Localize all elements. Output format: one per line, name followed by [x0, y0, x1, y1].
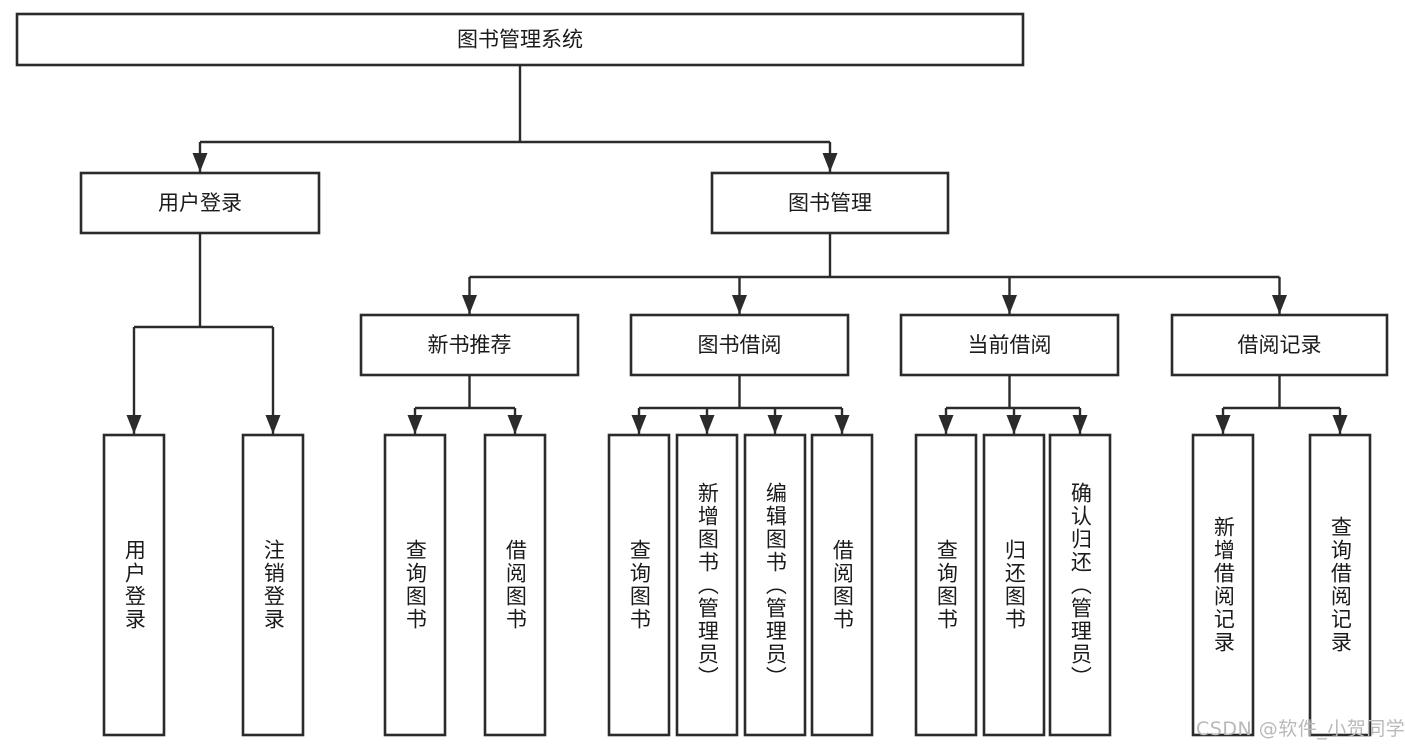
arrow-bookmanage-to-borrow-record	[1272, 295, 1287, 314]
arrow-user-login-to-leaf-user-login	[126, 415, 142, 434]
arrow-current-borrow-to-leaf-confirm-return	[1072, 415, 1088, 434]
node-label-book-manage: 图书管理	[788, 191, 872, 215]
node-box-leaf-return-book[interactable]	[982, 433, 1046, 737]
arrow-book-borrow-to-leaf-query-book-bw	[631, 415, 647, 434]
arrow-bookmanage-to-book-borrow	[732, 295, 747, 314]
node-box-leaf-query-book-rec[interactable]	[383, 433, 447, 737]
arrow-root-to-book-manage	[822, 153, 838, 172]
arrow-current-borrow-to-leaf-return-book	[1006, 415, 1022, 434]
node-box-leaf-query-record[interactable]	[1308, 433, 1372, 737]
node-box-book-borrow[interactable]	[629, 313, 850, 377]
node-box-leaf-add-record[interactable]	[1191, 433, 1255, 737]
node-box-root[interactable]	[15, 12, 1025, 67]
arrow-bookmanage-to-current-borrow	[1002, 295, 1017, 314]
arrow-root-to-user-login	[192, 153, 208, 172]
connectors-layer	[126, 65, 1348, 434]
arrow-borrow-record-to-leaf-add-record	[1215, 415, 1231, 434]
node-boxes-layer	[15, 12, 1389, 737]
node-box-book-manage[interactable]	[710, 171, 950, 235]
node-box-leaf-edit-book[interactable]	[743, 433, 807, 737]
arrow-new-book-rec-to-leaf-borrow-book-rec	[507, 415, 523, 434]
arrow-book-borrow-to-leaf-borrow-book-bw	[834, 415, 850, 434]
arrow-new-book-rec-to-leaf-query-book-rec	[407, 415, 423, 434]
node-box-leaf-borrow-book-bw[interactable]	[810, 433, 874, 737]
node-label-user-login: 用户登录	[158, 191, 242, 215]
node-box-user-login[interactable]	[79, 171, 321, 235]
node-box-leaf-user-logout[interactable]	[241, 433, 305, 737]
node-label-book-borrow: 图书借阅	[698, 333, 782, 357]
node-box-leaf-query-book-cb[interactable]	[914, 433, 978, 737]
node-box-leaf-add-book[interactable]	[675, 433, 739, 737]
node-label-new-book-rec: 新书推荐	[428, 333, 512, 357]
node-box-borrow-record[interactable]	[1170, 313, 1389, 377]
node-box-leaf-borrow-book-rec[interactable]	[483, 433, 547, 737]
arrow-borrow-record-to-leaf-query-record	[1332, 415, 1348, 434]
node-box-leaf-user-login[interactable]	[102, 433, 166, 737]
node-label-borrow-record: 借阅记录	[1238, 333, 1322, 357]
node-box-current-borrow[interactable]	[899, 313, 1120, 377]
arrow-user-login-to-leaf-user-logout	[265, 415, 281, 434]
node-label-current-borrow: 当前借阅	[968, 333, 1052, 357]
node-box-leaf-confirm-return[interactable]	[1048, 433, 1112, 737]
csdn-watermark: CSDN @软件_小贺同学	[1196, 718, 1405, 740]
node-box-leaf-query-book-bw[interactable]	[607, 433, 671, 737]
arrow-book-borrow-to-leaf-add-book	[699, 415, 715, 434]
arrow-current-borrow-to-leaf-query-book-cb	[938, 415, 954, 434]
arrow-bookmanage-to-new-book-rec	[462, 295, 477, 314]
arrow-book-borrow-to-leaf-edit-book	[767, 415, 783, 434]
node-box-new-book-rec[interactable]	[359, 313, 580, 377]
node-label-root: 图书管理系统	[457, 28, 583, 52]
